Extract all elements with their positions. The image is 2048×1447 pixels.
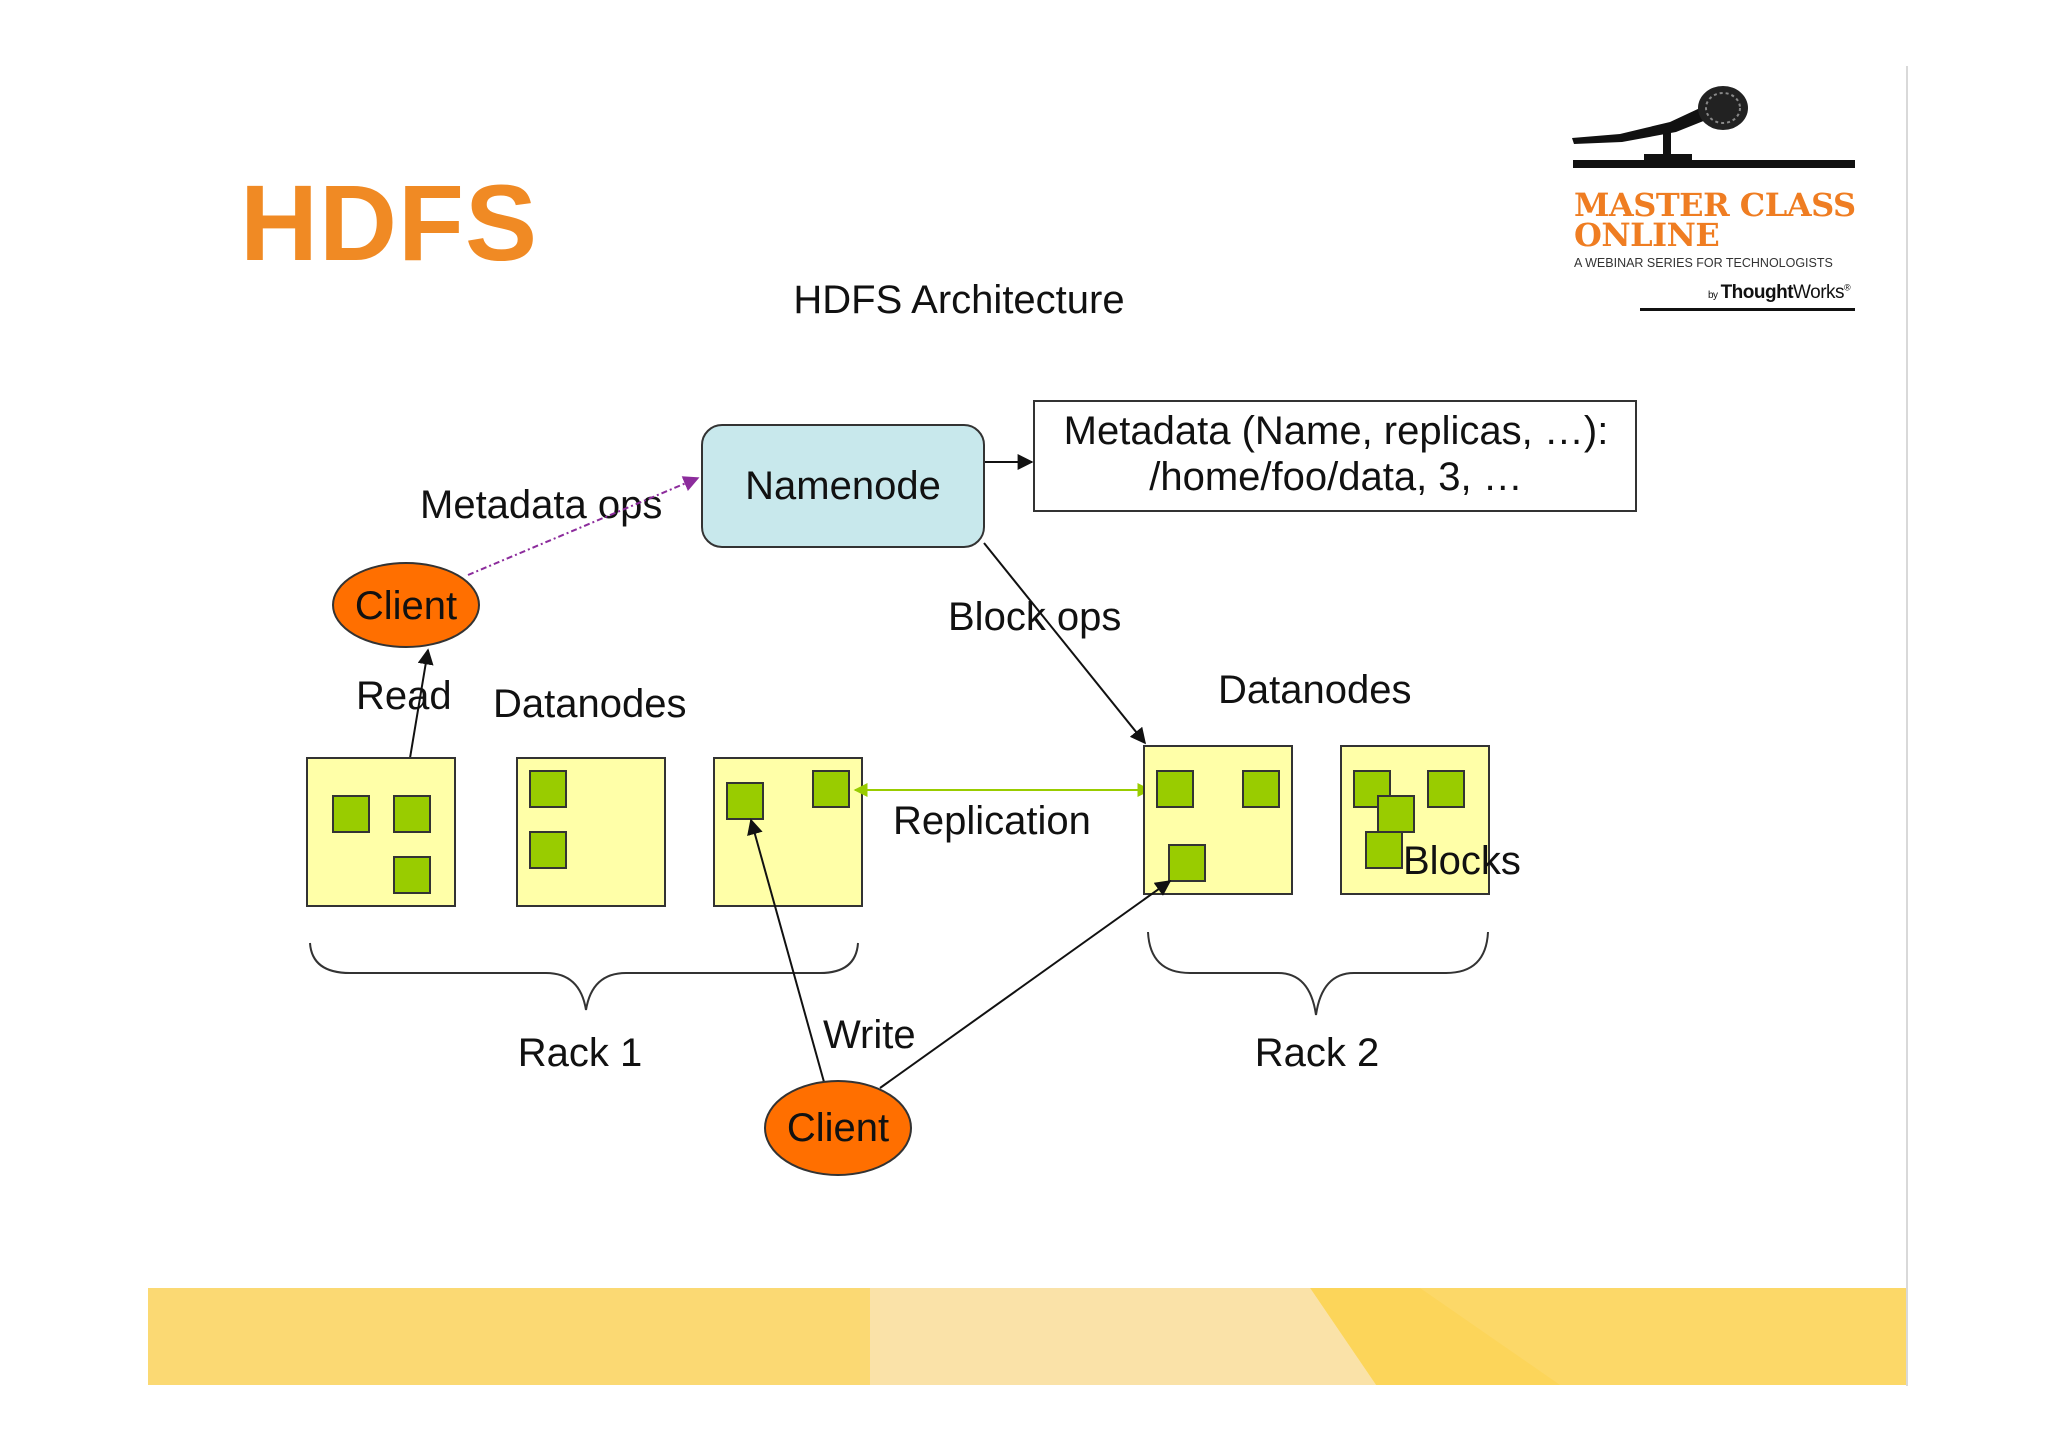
logo-underline <box>1640 308 1855 311</box>
logo-by: by <box>1708 290 1718 301</box>
block <box>726 782 764 820</box>
replication-label: Replication <box>893 799 1091 843</box>
logo-brand-bold: Thought <box>1720 282 1794 303</box>
logo-line1: MASTER CLASS <box>1574 186 1856 224</box>
logo-brand-mark: ® <box>1844 282 1851 293</box>
block <box>1365 831 1403 869</box>
block-ops-arrow <box>983 542 1147 745</box>
blocks-label: Blocks <box>1403 839 1521 883</box>
block <box>529 831 567 869</box>
microphone-icon <box>1572 86 1855 168</box>
block <box>332 795 370 833</box>
datanodes-left-label: Datanodes <box>493 682 686 726</box>
logo-tagline: A WEBINAR SERIES FOR TECHNOLOGISTS <box>1574 256 1833 270</box>
read-label: Read <box>356 674 452 718</box>
metadata-ops-label: Metadata ops <box>420 483 662 527</box>
logo-brand-rest: Works <box>1793 282 1845 303</box>
block <box>1242 770 1280 808</box>
logo-line2: ONLINE <box>1574 216 1720 254</box>
client-bottom-label: Client <box>787 1106 889 1150</box>
rack1-brace <box>309 942 859 1011</box>
block <box>1377 795 1415 833</box>
client-bottom <box>764 1080 912 1176</box>
rack1-label: Rack 1 <box>518 1031 643 1075</box>
slide-edge <box>1906 66 1908 1386</box>
rack2-brace <box>1147 931 1489 1016</box>
block <box>393 795 431 833</box>
namenode-box <box>701 424 985 548</box>
read-arrow <box>407 648 434 771</box>
datanode-4 <box>1143 745 1293 895</box>
block <box>812 770 850 808</box>
block-ops-label: Block ops <box>948 595 1121 639</box>
block <box>529 770 567 808</box>
datanodes-right-label: Datanodes <box>1218 668 1411 712</box>
metadata-line1: Metadata (Name, replicas, …): <box>1064 409 1609 453</box>
slide-title: HDFS <box>240 162 538 283</box>
client-top <box>332 562 480 648</box>
block <box>1168 844 1206 882</box>
namenode-label: Namenode <box>745 464 941 508</box>
datanode-1 <box>306 757 456 907</box>
metadata-line2: /home/foo/data, 3, … <box>1149 455 1523 499</box>
master-class-logo: MASTER CLASS ONLINE A WEBINAR SERIES FOR… <box>1560 84 1860 324</box>
write-label: Write <box>823 1013 916 1057</box>
metadata-box <box>1033 400 1637 512</box>
diagram-title: HDFS Architecture <box>793 278 1124 322</box>
block <box>1427 770 1465 808</box>
write-arrow-rack2 <box>879 880 1172 1089</box>
block <box>1156 770 1194 808</box>
write-arrow-rack1 <box>747 818 825 1083</box>
rack2-label: Rack 2 <box>1255 1031 1380 1075</box>
block <box>393 856 431 894</box>
client-top-label: Client <box>355 584 457 628</box>
